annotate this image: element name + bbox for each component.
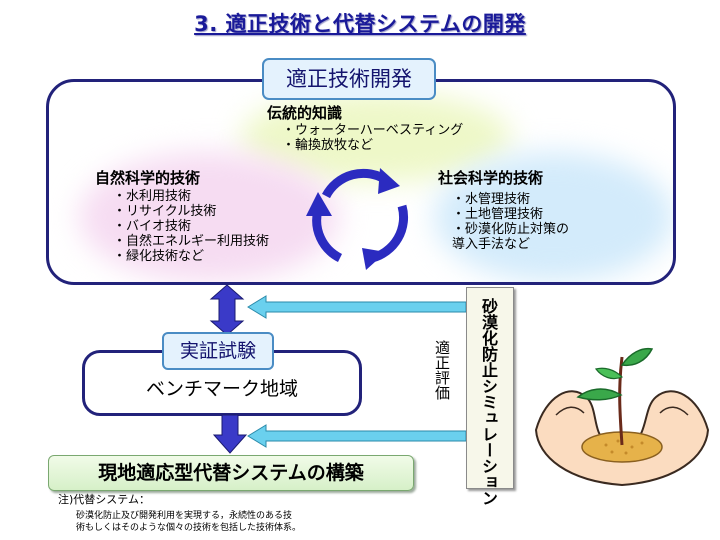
list-item: ・砂漠化防止対策の (452, 222, 570, 237)
feedback-arrow-icon (247, 295, 467, 319)
simulation-label: 砂漠化防止シミュレーション (479, 298, 498, 506)
simulation-box (466, 287, 514, 489)
double-arrow-icon (209, 284, 245, 336)
benchmark-area-text: ベンチマーク地域 (145, 378, 298, 400)
hands-holding-seedling-icon (534, 347, 710, 487)
tech-development-label: 適正技術開発 (262, 58, 436, 100)
list-item: ・自然エネルギー利用技術 (113, 234, 270, 249)
list-item: ・輪換放牧など (282, 138, 374, 153)
proof-test-label: 実証試験 (162, 332, 274, 370)
list-item: ・緑化技術など (113, 249, 205, 264)
build-system-box: 現地適応型代替システムの構築 (48, 455, 414, 491)
social-list: ・水管理技術 ・土地管理技術 ・砂漠化防止対策の 導入手法など (452, 192, 569, 252)
list-item: ・土地管理技術 (452, 207, 544, 222)
social-heading: 社会科学的技術 (438, 169, 544, 187)
note-heading: 注)代替システム： (58, 493, 150, 506)
list-item: ・リサイクル技術 (113, 204, 217, 219)
page-title: 3. 適正技術と代替システムの開発 (194, 12, 526, 36)
circular-arrows-icon (306, 168, 409, 270)
natural-heading: 自然科学的技術 (95, 169, 201, 187)
list-item: ・水管理技術 (452, 192, 531, 207)
note-body: 砂漠化防止及び開発利用を実現する，永続性のある技 術もしくはそのような個々の技術… (76, 510, 376, 534)
traditional-list: ・ウォーターハーベスティング ・輪換放牧など (282, 123, 463, 153)
note-line: 術もしくはそのような個々の技術を包括した技術体系。 (76, 523, 302, 533)
traditional-heading: 伝統的知識 (267, 104, 343, 122)
down-arrow-icon (212, 414, 248, 454)
list-item: ・ウォーターハーベスティング (282, 123, 464, 138)
evaluation-label: 適正評価 (433, 340, 451, 400)
social-glow (434, 152, 673, 282)
tech-development-frame (46, 79, 676, 285)
natural-glow (79, 152, 339, 282)
list-item: ・水利用技術 (113, 189, 192, 204)
list-item: 導入手法など (452, 237, 531, 252)
list-item: ・バイオ技術 (113, 219, 192, 234)
natural-list: ・水利用技術 ・リサイクル技術 ・バイオ技術 ・自然エネルギー利用技術 ・緑化技… (113, 189, 269, 264)
feedback-arrow-icon (247, 424, 467, 448)
note-line: 砂漠化防止及び開発利用を実現する，永続性のある技 (76, 511, 293, 521)
